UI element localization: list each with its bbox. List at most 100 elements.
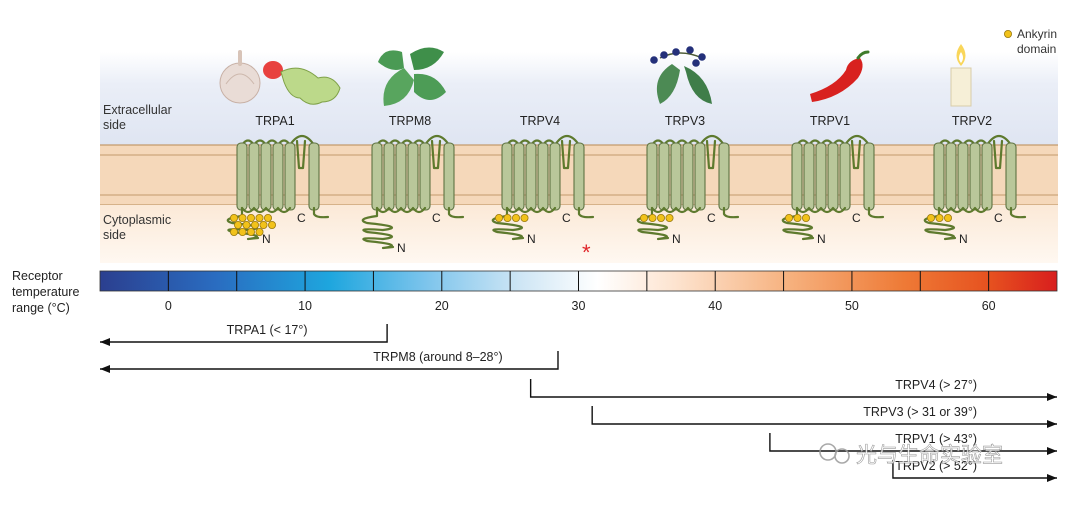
transmembrane-helix [969, 142, 981, 211]
range-line [529, 379, 1057, 398]
transmembrane-helix [1005, 142, 1017, 211]
transmembrane-helix [407, 142, 419, 211]
ankyrin-repeat [512, 213, 521, 222]
n-terminus-label: N [817, 232, 826, 246]
c-terminus-label: C [297, 211, 306, 225]
extracellular-loop [240, 134, 316, 147]
pore-loop [560, 139, 572, 170]
transmembrane-helix [573, 142, 585, 211]
extracellular-label-line1: Extracellular [103, 103, 172, 117]
pore-loop [850, 139, 862, 170]
ankyrin-repeat [246, 213, 255, 222]
ankyrin-repeat [927, 213, 936, 222]
range-line [769, 433, 1057, 452]
channel-label: TRPA1 [255, 114, 294, 128]
n-terminus-label: N [527, 232, 536, 246]
n-terminus-label: N [397, 241, 406, 255]
range-label: TRPV3 (> 31 or 39°) [863, 405, 977, 419]
range-label: TRPA1 (< 17°) [227, 323, 308, 337]
transmembrane-helix [549, 142, 561, 211]
c-terminus-label: C [994, 211, 1003, 225]
receptor-range-label-line3: range (°C) [12, 301, 70, 315]
n-terminus-tail [361, 206, 395, 250]
transmembrane-helix [933, 142, 945, 211]
range-line [100, 324, 388, 343]
range-label: TRPV4 (> 27°) [895, 378, 977, 392]
arrowhead [1047, 474, 1057, 482]
range-label: TRPV2 (> 52°) [895, 459, 977, 473]
transmembrane-helix [443, 142, 455, 211]
arrowhead [1047, 420, 1057, 428]
extracellular-loop [375, 134, 451, 147]
extracellular-region [100, 52, 1058, 145]
intracellular-loop [240, 206, 292, 214]
ankyrin-repeat [255, 213, 264, 222]
pore-loop [295, 139, 307, 170]
c-terminus-label: C [562, 211, 571, 225]
c-terminus-label: C [852, 211, 861, 225]
ankyrin-repeat [246, 227, 255, 236]
ankyrin-repeat [785, 213, 794, 222]
ankyrin-repeat [793, 213, 802, 222]
transmembrane-helix [839, 142, 851, 211]
transmembrane-helix [236, 142, 248, 211]
scale-tick-label: 40 [708, 299, 722, 313]
cytoplasmic-label-line2: side [103, 228, 126, 242]
n-terminus-label: N [672, 232, 681, 246]
n-terminus-label: N [262, 232, 271, 246]
mint-leaf-icon [378, 47, 446, 106]
extracellular-loop [650, 134, 726, 147]
transmembrane-helix [395, 142, 407, 211]
transmembrane-helix [513, 142, 525, 211]
n-terminus-tail [636, 206, 670, 241]
transmembrane-helix [371, 142, 383, 211]
c-terminus-tail [722, 206, 740, 219]
transmembrane-helix [284, 142, 296, 211]
arrowhead [1047, 393, 1057, 401]
range-arrow: TRPV2 (> 52°) [892, 459, 1057, 482]
ankyrin-repeat [238, 227, 247, 236]
c-terminus-tail [577, 206, 595, 219]
range-arrow: TRPV4 (> 27°) [529, 378, 1057, 401]
transmembrane-helix [383, 142, 395, 211]
scale-tick-label: 10 [298, 299, 312, 313]
range-arrow: TRPM8 (around 8–28°) [100, 350, 559, 373]
n-terminus-tail [923, 206, 957, 241]
candle-icon [950, 44, 972, 107]
transmembrane-helix [658, 142, 670, 211]
intracellular-loop [375, 206, 427, 214]
channel-group: TRPA1CNTRPM8CNTRPV4CNTRPV3CNTRPV1CNTRPV2… [226, 114, 1027, 255]
range-line [591, 406, 1057, 425]
extracellular-loop [505, 134, 581, 147]
ankyrin-repeat [935, 213, 944, 222]
ankyrin-repeat [259, 220, 268, 229]
transmembrane-helix [827, 142, 839, 211]
ankyrin-repeat [263, 213, 272, 222]
c-terminus-label: C [707, 211, 716, 225]
c-terminus-tail [1009, 206, 1027, 219]
c-terminus-tail [312, 206, 330, 219]
transmembrane-helix [957, 142, 969, 211]
receptor-range-label-line2: temperature [12, 285, 79, 299]
intracellular-loop [650, 206, 702, 214]
transmembrane-helix [815, 142, 827, 211]
temperature-ranges: TRPA1 (< 17°) TRPM8 (around 8–28°) TRPV4 (… [100, 323, 1057, 482]
n-terminus-tail [491, 206, 525, 241]
n-terminus-tail [781, 206, 815, 241]
transmembrane-helix [981, 142, 993, 211]
arrowhead [1047, 447, 1057, 455]
transmembrane-helix [694, 142, 706, 211]
transmembrane-helix [537, 142, 549, 211]
transmembrane-helix [248, 142, 260, 211]
transmembrane-helix [260, 142, 272, 211]
garlic-radish-icon [219, 50, 341, 105]
transmembrane-helix [308, 142, 320, 211]
channel-label: TRPV1 [810, 114, 850, 128]
ankyrin-repeat [238, 213, 247, 222]
ankyrin-repeat [250, 220, 259, 229]
